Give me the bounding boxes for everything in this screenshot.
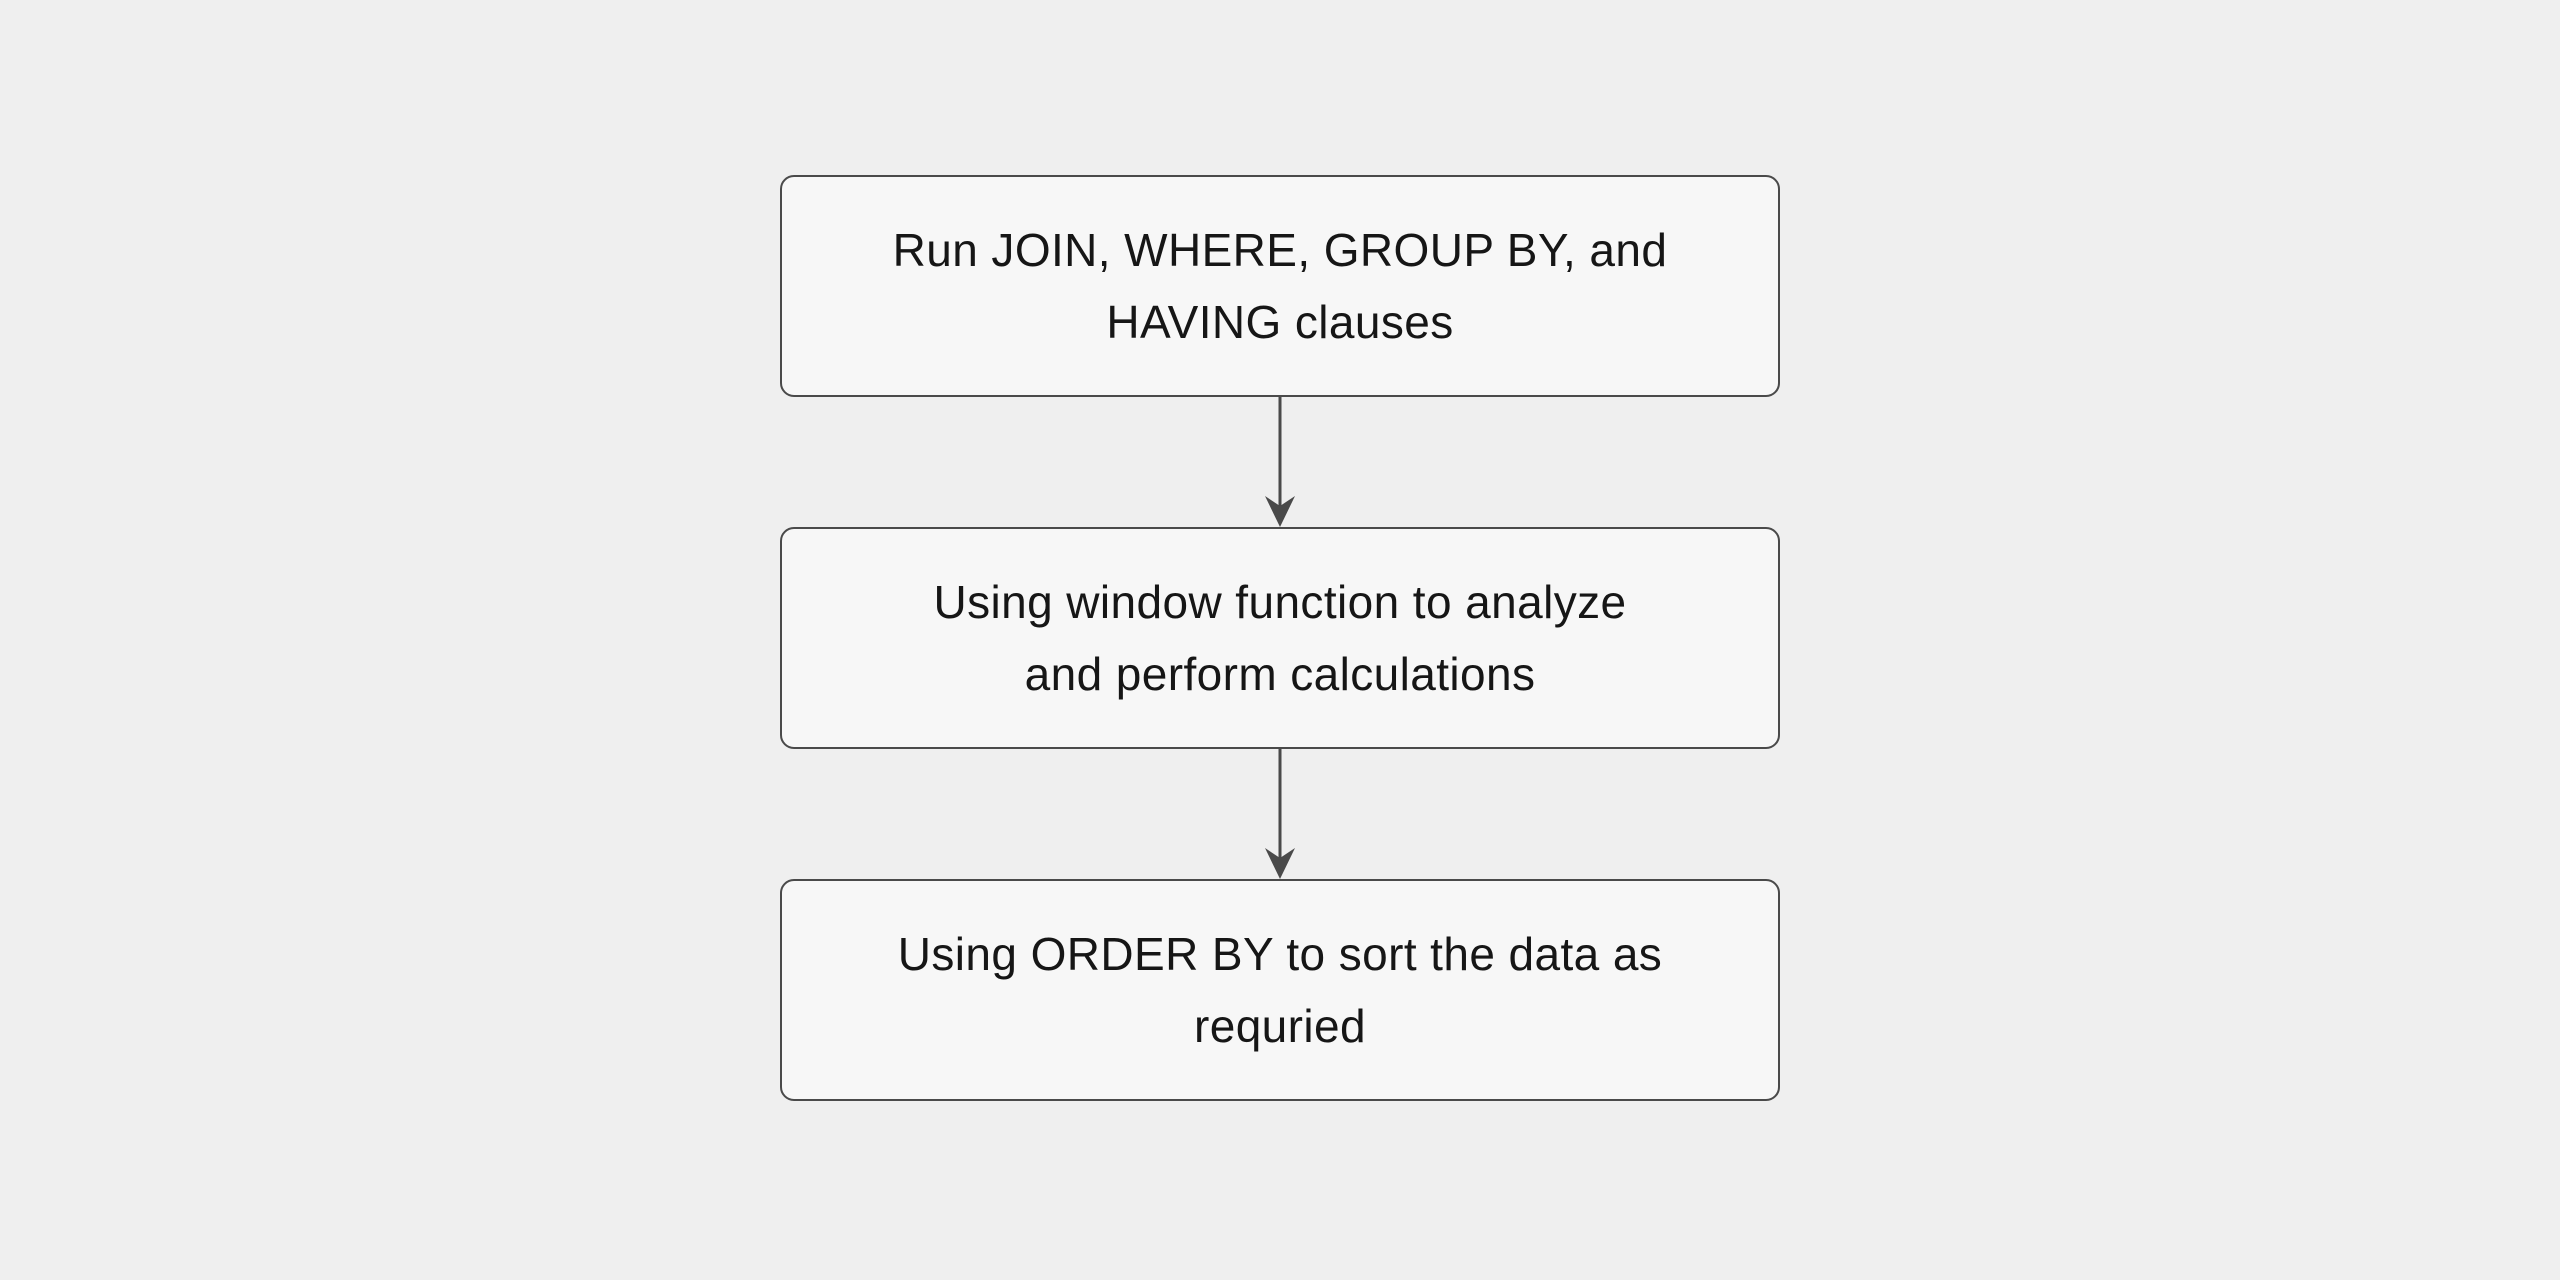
flow-node-step-3: Using ORDER BY to sort the data as requr… — [780, 879, 1780, 1101]
flow-node-step-2: Using window function to analyze and per… — [780, 527, 1780, 749]
node-label-line: Using ORDER BY to sort the data as — [897, 928, 1663, 980]
arrow-head — [1265, 496, 1295, 527]
down-arrow-icon — [1265, 749, 1295, 879]
flowchart: Run JOIN, WHERE, GROUP BY, and HAVING cl… — [780, 175, 1780, 1101]
node-label-step-2: Using window function to analyze and per… — [934, 566, 1627, 710]
arrow-head — [1265, 848, 1295, 879]
node-label-line: and perform calculations — [1024, 648, 1536, 700]
down-arrow-icon — [1265, 397, 1295, 527]
node-label-line: Run JOIN, WHERE, GROUP BY, and — [892, 224, 1668, 276]
node-label-line: requried — [1194, 1000, 1366, 1052]
node-label-line: Using window function to analyze — [933, 576, 1627, 628]
node-label-step-3: Using ORDER BY to sort the data as requr… — [898, 918, 1662, 1062]
node-label-line: HAVING clauses — [1106, 296, 1454, 348]
node-label-step-1: Run JOIN, WHERE, GROUP BY, and HAVING cl… — [893, 214, 1668, 358]
flow-node-step-1: Run JOIN, WHERE, GROUP BY, and HAVING cl… — [780, 175, 1780, 397]
